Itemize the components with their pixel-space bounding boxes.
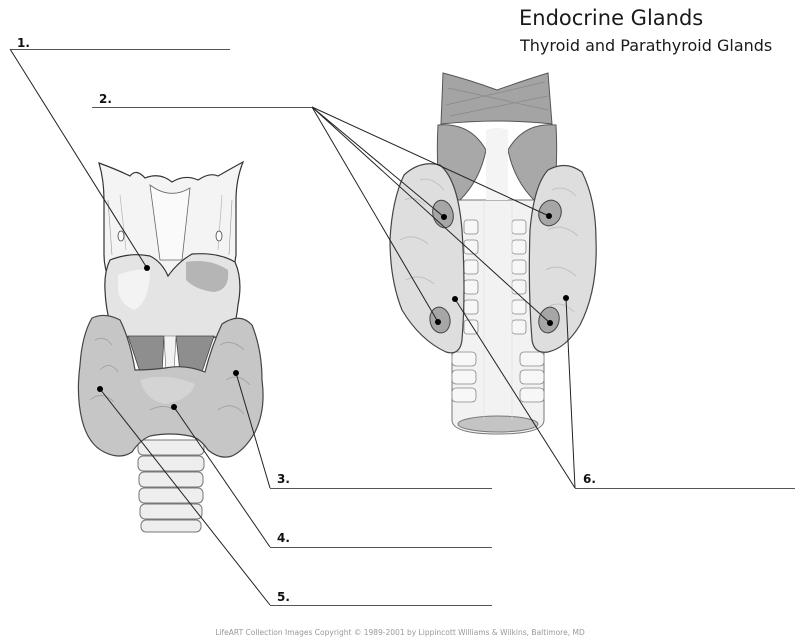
pharyngeal-muscles bbox=[436, 72, 558, 201]
leader-line bbox=[9, 48, 148, 269]
parathyroid-superior-right bbox=[538, 199, 562, 227]
leader-dot bbox=[563, 295, 569, 301]
leader-line bbox=[99, 388, 271, 606]
label-number-5: 5. bbox=[277, 590, 290, 604]
trachea bbox=[137, 439, 205, 533]
leader-dot bbox=[547, 320, 553, 326]
leader-dot bbox=[441, 214, 447, 220]
leader-dot bbox=[171, 404, 177, 410]
leader-dot bbox=[144, 265, 150, 271]
answer-blank-1[interactable] bbox=[10, 49, 230, 50]
leader-line bbox=[565, 297, 576, 489]
thyroid-cartilage bbox=[104, 253, 241, 341]
answer-blank-6[interactable] bbox=[575, 488, 795, 489]
leader-dot bbox=[452, 296, 458, 302]
leader-dot bbox=[233, 370, 239, 376]
leader-line bbox=[235, 372, 271, 489]
label-number-2: 2. bbox=[99, 92, 112, 106]
posterior-trachea bbox=[451, 199, 545, 435]
answer-blank-3[interactable] bbox=[270, 488, 492, 489]
leader-dot bbox=[546, 213, 552, 219]
label-number-1: 1. bbox=[17, 36, 30, 50]
answer-blank-4[interactable] bbox=[270, 547, 492, 548]
leader-dot bbox=[97, 386, 103, 392]
parathyroid-inferior-right bbox=[538, 306, 560, 334]
page-title: Endocrine Glands bbox=[519, 6, 704, 30]
leader-line bbox=[311, 106, 551, 324]
larynx bbox=[98, 160, 245, 283]
page-subtitle: Thyroid and Parathyroid Glands bbox=[520, 36, 773, 55]
leader-dot bbox=[435, 319, 441, 325]
copyright-footer: LifeART Collection Images Copyright © 19… bbox=[215, 628, 585, 637]
label-number-4: 4. bbox=[277, 531, 290, 545]
leader-lines bbox=[9, 48, 576, 606]
answer-blank-5[interactable] bbox=[270, 605, 492, 606]
leader-line bbox=[311, 106, 445, 218]
leader-line bbox=[311, 106, 550, 217]
leader-line bbox=[173, 406, 271, 548]
anterior-thyroid-figure bbox=[77, 160, 264, 533]
cricothyroid-muscles bbox=[127, 335, 215, 373]
leader-line bbox=[454, 298, 576, 489]
label-number-3: 3. bbox=[277, 472, 290, 486]
posterior-thyroid-figure bbox=[389, 72, 597, 435]
answer-blank-2[interactable] bbox=[92, 107, 312, 108]
label-number-6: 6. bbox=[583, 472, 596, 486]
leader-line bbox=[311, 106, 439, 323]
leader-endpoint-dots bbox=[97, 213, 569, 410]
thyroid-gland bbox=[77, 314, 264, 458]
